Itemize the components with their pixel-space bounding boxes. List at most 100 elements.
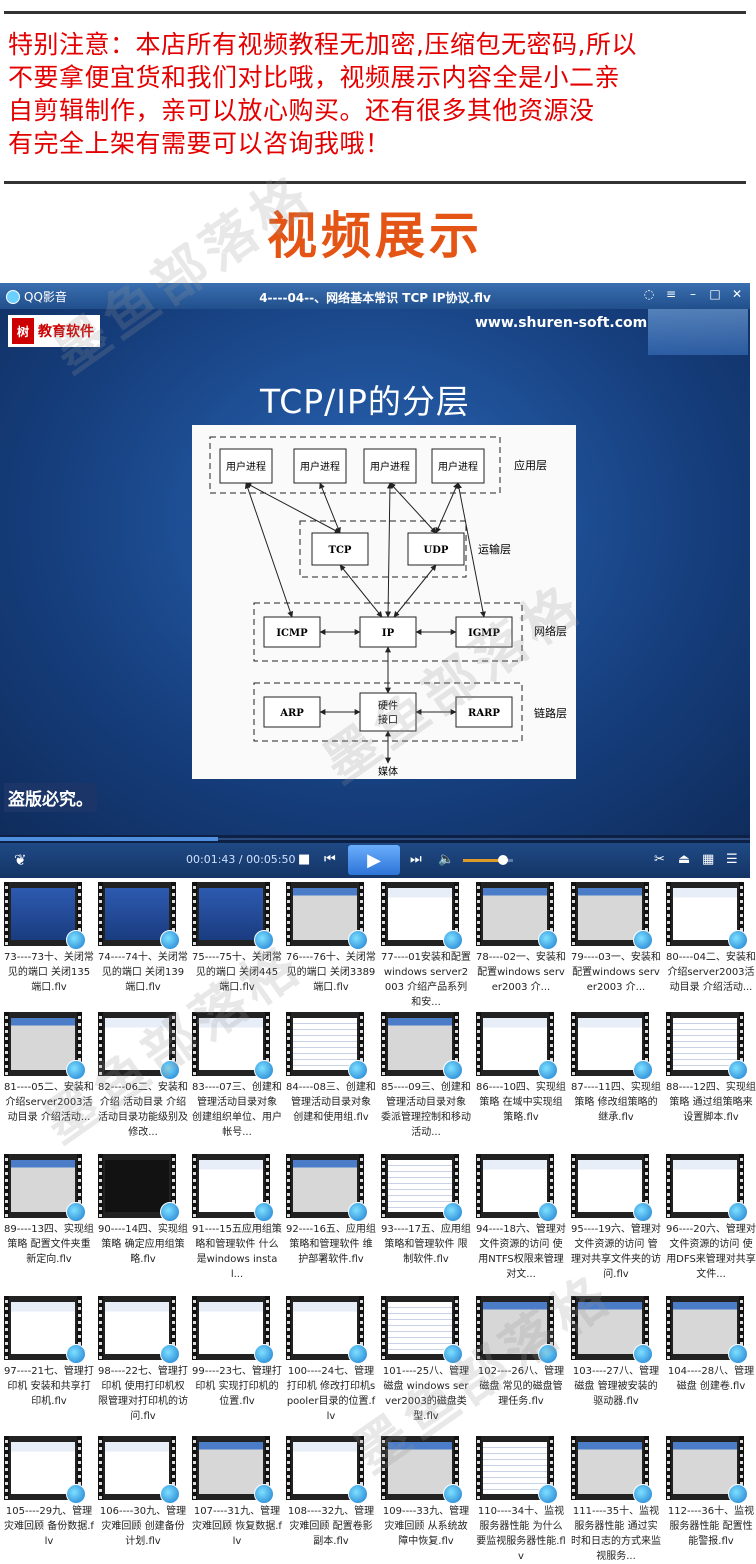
player-badge-icon xyxy=(348,1060,368,1080)
film-thumbnail-icon xyxy=(192,1296,270,1360)
thumbnail-screen xyxy=(578,1442,642,1494)
tcp-label: TCP xyxy=(329,545,352,556)
ip-box xyxy=(359,616,417,648)
brand-logo-text: 教育软件 xyxy=(38,324,94,340)
video-file-name: 105----29九、管理灾难回顾 备份数据.flv xyxy=(4,1506,94,1547)
player-badge-icon xyxy=(728,1484,748,1504)
player-badge-icon xyxy=(538,930,558,950)
player-badge-icon xyxy=(66,1344,86,1364)
volume-slider[interactable] xyxy=(463,859,513,862)
thumbnail-screen xyxy=(199,1302,263,1354)
chat-icon[interactable]: ◌ xyxy=(643,287,655,301)
video-file-name: 83----07三、创建和管理活动目录对象 创建组织单位、用户帐号... xyxy=(192,1082,282,1138)
player-badge-icon xyxy=(348,1484,368,1504)
video-file-name: 88----12四、实现组策略 通过组策略来设置脚本.flv xyxy=(666,1082,756,1123)
udp-label: UDP xyxy=(424,545,449,556)
player-titlebar[interactable]: QQ影音 4----04--、网络基本常识 TCP IP协议.flv ◌ ≡ –… xyxy=(0,283,750,309)
hardware-label: 硬件 xyxy=(378,700,398,712)
volume-knob[interactable] xyxy=(498,855,508,865)
arrow xyxy=(435,482,459,534)
video-frame[interactable]: 树 教育软件 www.shuren-soft.com TCP/IP的分层 xyxy=(0,309,750,835)
slide-title: TCP/IP的分层 xyxy=(260,382,470,421)
play-icon: ▶ xyxy=(367,849,381,871)
player-badge-icon xyxy=(160,930,180,950)
process-label: 用户进程 xyxy=(438,460,478,473)
player-badge-icon xyxy=(160,1202,180,1222)
corner-logo-icon xyxy=(648,309,748,355)
thumbnail-screen xyxy=(673,1160,737,1212)
thumbnail-screen xyxy=(483,1442,547,1494)
video-file-name: 111----35十、监视服务器性能 通过实时和日志的方式来监视服务... xyxy=(571,1506,661,1562)
video-file-name: 91----15五应用组策略和管理软件 什么是windows instal... xyxy=(192,1224,282,1280)
arrow xyxy=(339,564,383,618)
player-badge-icon xyxy=(66,1484,86,1504)
thumbnail-screen xyxy=(388,1442,452,1494)
player-badge-icon xyxy=(66,1060,86,1080)
next-icon[interactable]: ⏭ xyxy=(410,852,422,867)
thumbnail-screen xyxy=(105,1442,169,1494)
brand-mark-icon: 树 xyxy=(12,318,34,344)
film-thumbnail-icon xyxy=(571,1154,649,1218)
player-badge-icon xyxy=(443,1060,463,1080)
network-layer-label: 网络层 xyxy=(534,624,567,638)
notice-line: 有完全上架有需要可以咨询我哦！ xyxy=(8,129,391,158)
screenshot-icon[interactable]: ▦ xyxy=(702,852,715,867)
video-file-name: 97----21七、管理打印机 安装和共享打印机.flv xyxy=(4,1366,94,1407)
thumbnail-screen xyxy=(578,1018,642,1070)
tcp-ip-layer-diagram: 用户进程 用户进程 用户进程 用户进程 应用层 TCP UDP 运输层 ICMP… xyxy=(192,425,576,779)
video-file-name: 89----13四、实现组策略 配置文件夹重新定向.flv xyxy=(4,1224,94,1265)
player-badge-icon xyxy=(254,930,274,950)
piracy-notice: 盗版必究。 xyxy=(4,783,97,812)
film-thumbnail-icon xyxy=(381,1436,459,1500)
film-thumbnail-icon xyxy=(98,1154,176,1218)
video-file-name: 86----10四、实现组策略 在域中实现组策略.flv xyxy=(476,1082,566,1123)
player-badge-icon xyxy=(443,1202,463,1222)
video-file-name: 82----06二、安装和介绍 活动目录 介绍活动目录功能级别及修改... xyxy=(98,1082,188,1138)
player-badge-icon xyxy=(633,1484,653,1504)
player-badge-icon xyxy=(633,1344,653,1364)
player-badge-icon xyxy=(66,930,86,950)
rarp-label: RARP xyxy=(468,708,500,719)
arrow xyxy=(393,564,437,618)
stop-icon[interactable]: ■ xyxy=(298,852,311,867)
arrow xyxy=(456,482,486,618)
player-app: QQ影音 xyxy=(6,288,67,305)
menu-icon[interactable]: ≡ xyxy=(665,287,677,301)
volume-icon[interactable]: 🔈 xyxy=(438,852,455,867)
minimize-icon[interactable]: – xyxy=(690,287,696,301)
video-file-name: 79----03一、安装和配置windows server2003 介... xyxy=(571,952,661,993)
thumbnail-screen xyxy=(578,1302,642,1354)
arrow xyxy=(319,482,341,534)
tools-icon[interactable]: ✂ xyxy=(654,852,665,867)
close-icon[interactable]: ✕ xyxy=(731,287,743,301)
video-file-name: 100----24七、管理打印机 修改打印机spooler目录的位置.flv xyxy=(286,1366,376,1422)
play-button[interactable]: ▶ xyxy=(348,845,400,875)
transport-layer-label: 运输层 xyxy=(478,542,511,556)
video-file-name: 112----36十、监视服务器性能 配置性能警报.flv xyxy=(667,1506,755,1547)
thumbnail-screen xyxy=(105,888,169,940)
thumbnail-screen xyxy=(199,1018,263,1070)
arp-label: ARP xyxy=(279,708,304,719)
previous-icon[interactable]: ⏮ xyxy=(324,852,336,867)
thumbnail-screen xyxy=(293,888,357,940)
film-thumbnail-icon xyxy=(666,1296,744,1360)
thumbnail-screen xyxy=(673,888,737,940)
thumbnail-screen xyxy=(673,1018,737,1070)
thumbnail-screen xyxy=(483,888,547,940)
video-file-name: 81----05二、安装和介绍server2003活动目录 介绍活动... xyxy=(4,1082,94,1123)
thumbnail-screen xyxy=(388,888,452,940)
player-badge-icon xyxy=(254,1344,274,1364)
film-thumbnail-icon xyxy=(381,882,459,946)
thumbnail-screen xyxy=(199,888,263,940)
player-badge-icon xyxy=(538,1344,558,1364)
playlist-icon[interactable]: ☰ xyxy=(726,852,738,867)
video-file-name: 87----11四、实现组策略 修改组策略的继承.flv xyxy=(571,1082,661,1123)
footprint-icon[interactable]: ❦ xyxy=(14,851,27,869)
arp-box xyxy=(263,696,321,728)
seek-bar[interactable] xyxy=(0,835,750,843)
eject-icon[interactable]: ⏏ xyxy=(678,852,691,867)
brand-logo: 树 教育软件 xyxy=(8,315,100,347)
thumbnail-screen xyxy=(11,1302,75,1354)
maximize-icon[interactable]: □ xyxy=(709,287,721,301)
video-file-name: 92----16五、应用组策略和管理软件 维护部署软件.flv xyxy=(286,1224,376,1265)
